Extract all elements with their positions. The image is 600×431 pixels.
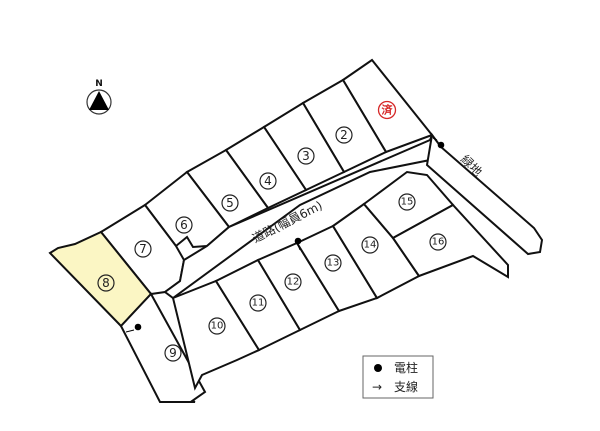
lot-label-sold: 済 [377,100,397,120]
svg-text:16: 16 [432,237,445,248]
lot-6[interactable] [143,170,231,249]
svg-text:10: 10 [211,321,224,332]
legend-label-pole: 電柱 [394,360,418,375]
svg-text:4: 4 [264,174,272,188]
lot-label-6: 6 [175,216,193,234]
lot-9[interactable] [119,292,207,403]
lot-label-14: 14 [361,236,379,254]
lot-label-12: 12 [284,273,302,291]
utility-pole-icon [125,323,142,333]
guy-wire-legend-icon: → [372,380,382,394]
svg-text:9: 9 [169,346,177,360]
lot-label-7: 7 [134,240,152,258]
lot-label-16: 16 [429,233,447,251]
lot-label-10: 10 [208,317,226,335]
utility-pole-legend-icon [374,364,382,372]
lot-label-15: 15 [398,193,416,211]
svg-text:済: 済 [382,103,394,117]
svg-text:2: 2 [340,128,348,142]
utility-pole-icon [432,137,445,149]
svg-text:7: 7 [139,242,147,256]
lot-label-11: 11 [249,294,267,312]
lot-label-2: 2 [335,126,353,144]
svg-text:11: 11 [252,298,265,309]
north-arrow-icon: N [86,79,112,115]
svg-text:15: 15 [401,197,414,208]
lot-label-8: 8 [97,274,115,292]
north-label: N [95,79,103,89]
svg-text:14: 14 [364,240,377,251]
svg-text:3: 3 [302,149,310,163]
lot-label-3: 3 [297,147,315,165]
legend-label-guy-wire: 支線 [394,379,418,394]
utility-pole-icon [294,237,302,251]
legend: 電柱 → 支線 [362,355,434,399]
lot-label-9: 9 [164,344,182,362]
green-area [425,132,544,256]
svg-text:13: 13 [327,258,340,269]
svg-text:5: 5 [226,196,234,210]
lot-label-5: 5 [221,194,239,212]
svg-text:8: 8 [102,276,110,290]
svg-text:12: 12 [287,277,300,288]
lot-16[interactable] [391,203,509,279]
lot-15[interactable] [362,170,455,240]
lot-label-13: 13 [324,254,342,272]
lot-label-4: 4 [259,172,277,190]
svg-text:6: 6 [180,218,188,232]
